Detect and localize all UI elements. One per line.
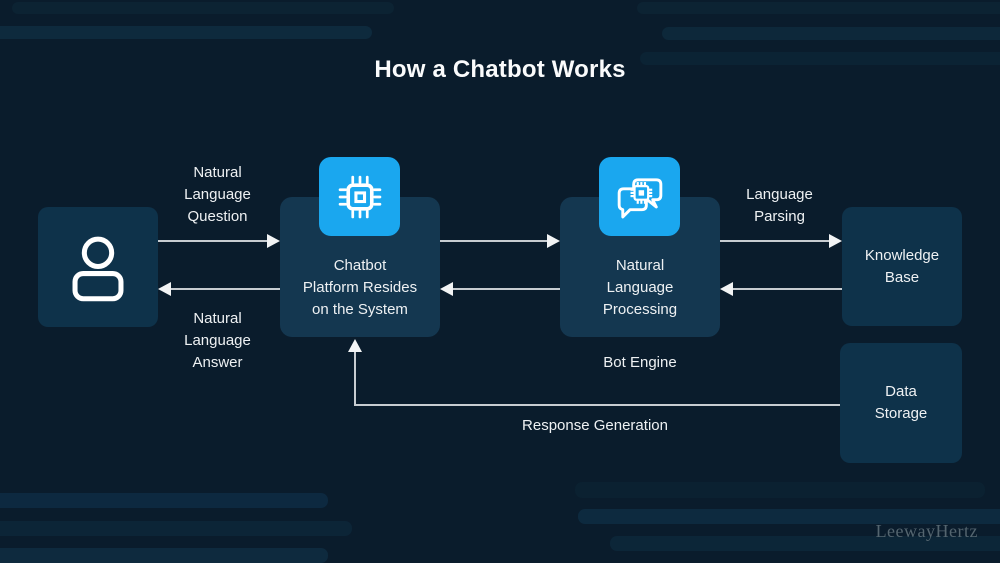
knowledge-base-node: Knowledge Base: [842, 207, 962, 326]
knowledge-base-label: Knowledge Base: [864, 246, 940, 286]
decor-stripe: [640, 52, 1000, 65]
arrowhead-left: [158, 282, 171, 296]
data-storage-label: Data Storage: [874, 383, 928, 422]
chat-chip-icon: [599, 157, 680, 236]
data-storage-node: Data Storage: [840, 343, 962, 463]
arrow-nlp-to-knowledgebase: [720, 240, 830, 242]
arrow-user-to-platform: [158, 240, 268, 242]
arrowhead-left: [720, 282, 733, 296]
arrow-platform-to-nlp: [440, 240, 548, 242]
decor-stripe: [12, 2, 394, 14]
leewayhertz-watermark: LeewayHertz: [875, 521, 978, 541]
arrowhead-left: [440, 282, 453, 296]
decor-stripe: [0, 26, 372, 39]
label-bot-engine: Bot Engine: [603, 354, 677, 371]
decor-stripe: [0, 493, 328, 508]
arrowhead-right: [829, 234, 842, 248]
chip-icon: [319, 157, 400, 236]
nlp-label: Natural Language Processing: [602, 257, 678, 318]
arrowhead-up: [348, 339, 362, 352]
arrow-datastorage-to-platform-h: [355, 404, 840, 406]
decor-stripe: [0, 521, 352, 536]
decor-stripe: [662, 27, 1000, 40]
decor-stripe: [578, 509, 1000, 524]
chatbot-platform-label: Chatbot Platform Resides on the System: [302, 257, 418, 318]
user-node: [38, 207, 158, 327]
arrow-datastorage-to-platform-v: [354, 351, 356, 406]
label-natural-language-question: Natural Language Question: [184, 164, 251, 225]
arrowhead-right: [547, 234, 560, 248]
arrow-knowledgebase-to-nlp: [732, 288, 842, 290]
decor-stripe: [575, 482, 985, 498]
decor-stripe: [637, 2, 1000, 14]
arrow-platform-to-user: [170, 288, 280, 290]
diagram-title: How a Chatbot Works: [374, 56, 626, 83]
label-natural-language-answer: Natural Language Answer: [184, 310, 251, 371]
person-icon: [63, 210, 133, 324]
decor-stripe: [610, 536, 1000, 551]
arrowhead-right: [267, 234, 280, 248]
label-response-generation: Response Generation: [522, 417, 668, 434]
decor-stripe: [0, 548, 328, 563]
label-language-parsing: Language Parsing: [746, 186, 813, 225]
arrow-nlp-to-platform: [452, 288, 560, 290]
